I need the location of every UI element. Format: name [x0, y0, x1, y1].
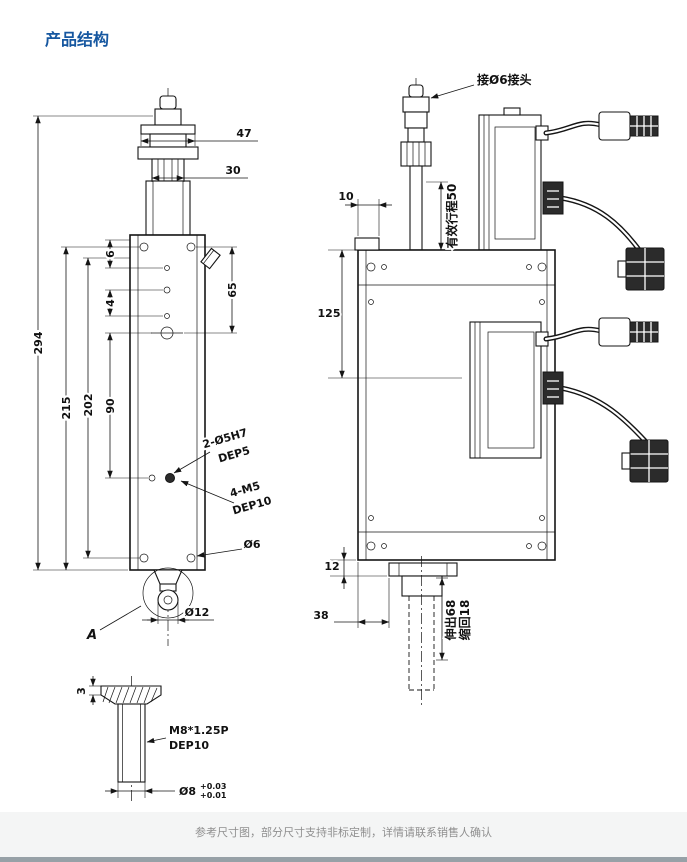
page-title: 产品结构 — [45, 30, 110, 49]
detail-view-a: 3 M8*1.25P DEP10 Ø8 +0.03 +0.01 — [73, 676, 231, 803]
dim-dia12: Ø12 — [185, 606, 210, 619]
dim-4: 4 — [104, 299, 117, 307]
note-thread: M8*1.25P — [169, 724, 229, 737]
power-plug-upper — [598, 111, 659, 141]
right-view — [354, 78, 669, 706]
right-view-dimensions: 10 有效行程50 接Ø6接头 125 12 38 — [311, 70, 534, 661]
dim-30: 30 — [225, 164, 241, 177]
signal-plug-upper — [617, 247, 665, 291]
note-holes-dep5: DEP5 — [217, 444, 252, 465]
detail-ref-a: A — [86, 628, 97, 643]
note-air-fitting: 接Ø6接头 — [477, 72, 532, 87]
dim-125: 125 — [318, 307, 341, 320]
dim-dia8-tol-upper: +0.03 — [200, 782, 226, 791]
left-view — [129, 88, 221, 646]
note-extend: 伸出68 — [443, 600, 458, 642]
dim-10: 10 — [338, 190, 354, 203]
note-retract: 缩回18 — [457, 600, 472, 641]
footer: 参考尺寸图，部分尺寸支持非标定制，详情请联系销售人确认 — [0, 812, 687, 862]
technical-drawing: 294 215 202 90 6 4 47 30 65 2-Ø5H7 — [30, 70, 669, 803]
motor-cables — [543, 120, 651, 447]
bottom-bar — [0, 857, 687, 862]
dim-dia8: Ø8 — [179, 785, 196, 798]
dim-202: 202 — [82, 394, 95, 417]
signal-plug-lower — [621, 439, 669, 483]
power-plug-lower — [598, 317, 659, 347]
dim-dia8-tol-lower: +0.01 — [200, 791, 227, 800]
dim-215: 215 — [60, 397, 73, 420]
dim-12: 12 — [324, 560, 339, 573]
note-thread-depth: DEP10 — [169, 739, 209, 752]
dim-6: 6 — [104, 250, 117, 258]
dim-65: 65 — [226, 282, 239, 297]
note-dia6: Ø6 — [243, 538, 260, 551]
dim-294: 294 — [32, 331, 45, 354]
dim-38: 38 — [313, 609, 328, 622]
note-effective-stroke: 有效行程50 — [444, 184, 459, 249]
dim-47: 47 — [236, 127, 251, 140]
footer-note: 参考尺寸图，部分尺寸支持非标定制，详情请联系销售人确认 — [195, 826, 492, 839]
dim-90: 90 — [104, 398, 117, 414]
dim-3: 3 — [75, 687, 88, 695]
